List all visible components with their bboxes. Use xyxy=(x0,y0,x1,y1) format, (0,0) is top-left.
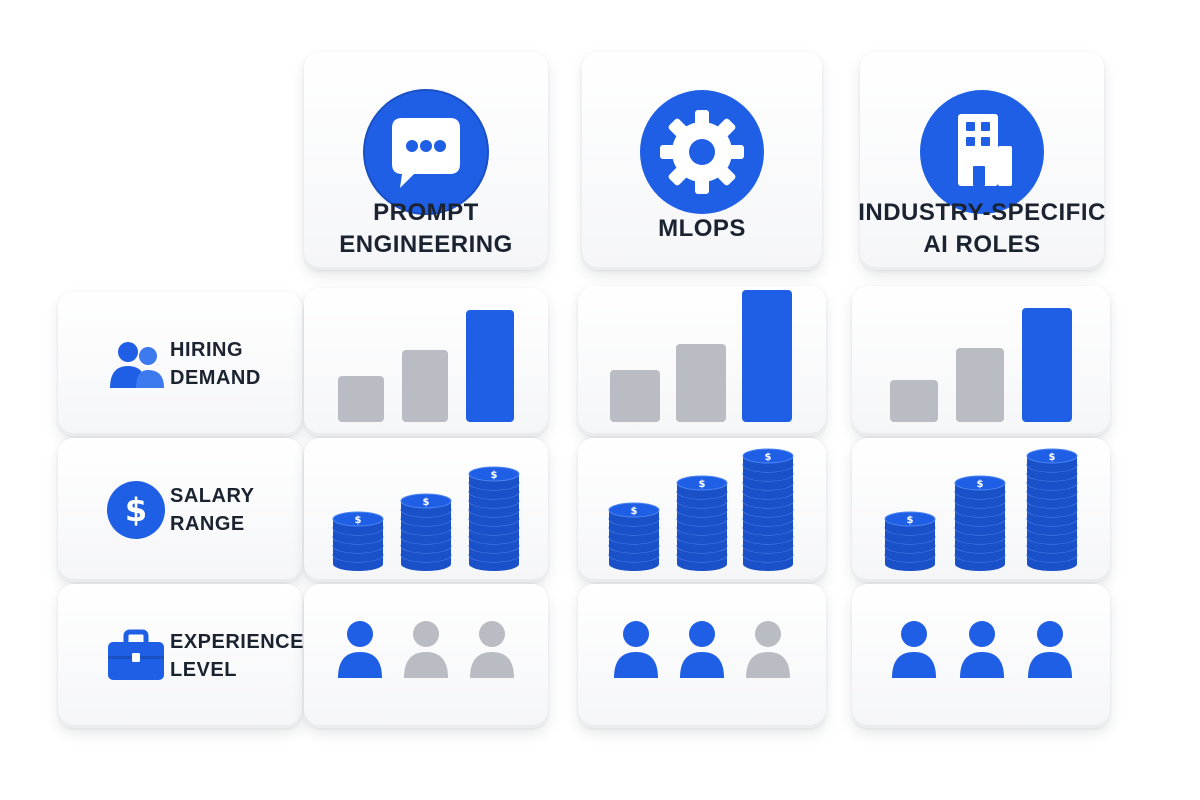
row-label-text: HIRING DEMAND xyxy=(170,292,292,436)
cell-experience-level-prompt-engineering xyxy=(304,584,548,728)
svg-text:$: $ xyxy=(699,479,706,490)
coin-stacks-icon: $ $ $ xyxy=(884,448,1078,571)
svg-text:$: $ xyxy=(765,452,772,463)
coin-stack-icon: $ xyxy=(676,475,728,571)
column-header-prompt-engineering: PROMPT ENGINEERING xyxy=(304,52,548,270)
person-icon xyxy=(338,621,382,678)
cell-salary-range-prompt-engineering: $ $ $ xyxy=(304,438,548,582)
svg-text:$: $ xyxy=(977,479,984,490)
coin-stack-icon: $ xyxy=(954,475,1006,571)
coin-stacks-icon: $ $ $ xyxy=(332,466,520,571)
cell-hiring-demand-mlops xyxy=(578,286,826,436)
svg-text:$: $ xyxy=(631,506,638,517)
svg-text:$: $ xyxy=(125,491,147,529)
people-icon xyxy=(104,332,168,396)
column-header-mlops: MLOPS xyxy=(582,52,822,270)
coin-stack-icon: $ xyxy=(1026,448,1078,571)
row-label-line: RANGE xyxy=(170,513,245,535)
cell-salary-range-industry-specific-ai-roles: $ $ $ xyxy=(852,438,1110,582)
column-title-line: INDUSTRY-SPECIFIC xyxy=(858,199,1106,226)
experience-people-icons xyxy=(892,621,1072,678)
row-label-line: SALARY xyxy=(170,485,255,507)
coin-stack-icon: $ xyxy=(468,466,520,571)
person-icon xyxy=(404,621,448,678)
building-icon xyxy=(918,88,1046,216)
bar-chart-icon xyxy=(890,308,1072,422)
row-label-text: SALARY RANGE xyxy=(170,438,292,582)
coin-stack-icon: $ xyxy=(400,493,452,571)
person-icon xyxy=(680,621,724,678)
coin-stack-icon: $ xyxy=(884,511,936,571)
person-icon xyxy=(892,621,936,678)
briefcase-icon xyxy=(104,624,168,688)
person-icon xyxy=(470,621,514,678)
dollar-icon: $ xyxy=(104,478,168,542)
cell-experience-level-industry-specific-ai-roles xyxy=(852,584,1110,728)
cell-experience-level-mlops xyxy=(578,584,826,728)
coin-stack-icon: $ xyxy=(332,511,384,571)
bar-chart-icon xyxy=(338,310,514,422)
experience-people-icons xyxy=(338,621,514,678)
bar-chart-icon xyxy=(610,290,792,422)
column-title-line: AI ROLES xyxy=(923,231,1041,258)
experience-people-icons xyxy=(614,621,790,678)
column-title: PROMPT ENGINEERING xyxy=(304,192,548,266)
cell-hiring-demand-industry-specific-ai-roles xyxy=(852,286,1110,436)
coin-stack-icon: $ xyxy=(608,502,660,571)
coin-stacks-icon: $ $ $ xyxy=(608,448,794,571)
person-icon xyxy=(746,621,790,678)
column-title-line: MLOPS xyxy=(658,215,746,242)
column-title-line: PROMPT xyxy=(373,199,479,226)
column-header-industry-specific-ai-roles: INDUSTRY-SPECIFIC AI ROLES xyxy=(858,52,1106,270)
svg-text:$: $ xyxy=(1049,452,1056,463)
row-label-line: DEMAND xyxy=(170,367,261,389)
person-icon xyxy=(614,621,658,678)
person-icon xyxy=(960,621,1004,678)
gear-icon xyxy=(638,88,766,216)
row-label-text: EXPERIENCE LEVEL xyxy=(170,584,304,728)
svg-text:$: $ xyxy=(907,515,914,526)
cell-hiring-demand-prompt-engineering xyxy=(304,288,548,436)
person-icon xyxy=(1028,621,1072,678)
row-label-hiring-demand: HIRING DEMAND xyxy=(58,292,302,436)
row-label-line: EXPERIENCE xyxy=(170,631,304,653)
row-label-line: HIRING xyxy=(170,339,243,361)
svg-text:$: $ xyxy=(491,470,498,481)
coin-stack-icon: $ xyxy=(742,448,794,571)
column-title-line: ENGINEERING xyxy=(339,231,513,258)
chat-bubble-icon xyxy=(362,88,490,216)
row-label-experience-level: EXPERIENCE LEVEL xyxy=(58,584,304,728)
row-label-line: LEVEL xyxy=(170,659,237,681)
column-title: INDUSTRY-SPECIFIC AI ROLES xyxy=(858,192,1106,266)
cell-salary-range-mlops: $ $ $ xyxy=(578,438,826,582)
svg-text:$: $ xyxy=(355,515,362,526)
svg-text:$: $ xyxy=(423,497,430,508)
column-title: MLOPS xyxy=(582,192,822,266)
row-label-salary-range: $ SALARY RANGE xyxy=(58,438,302,582)
